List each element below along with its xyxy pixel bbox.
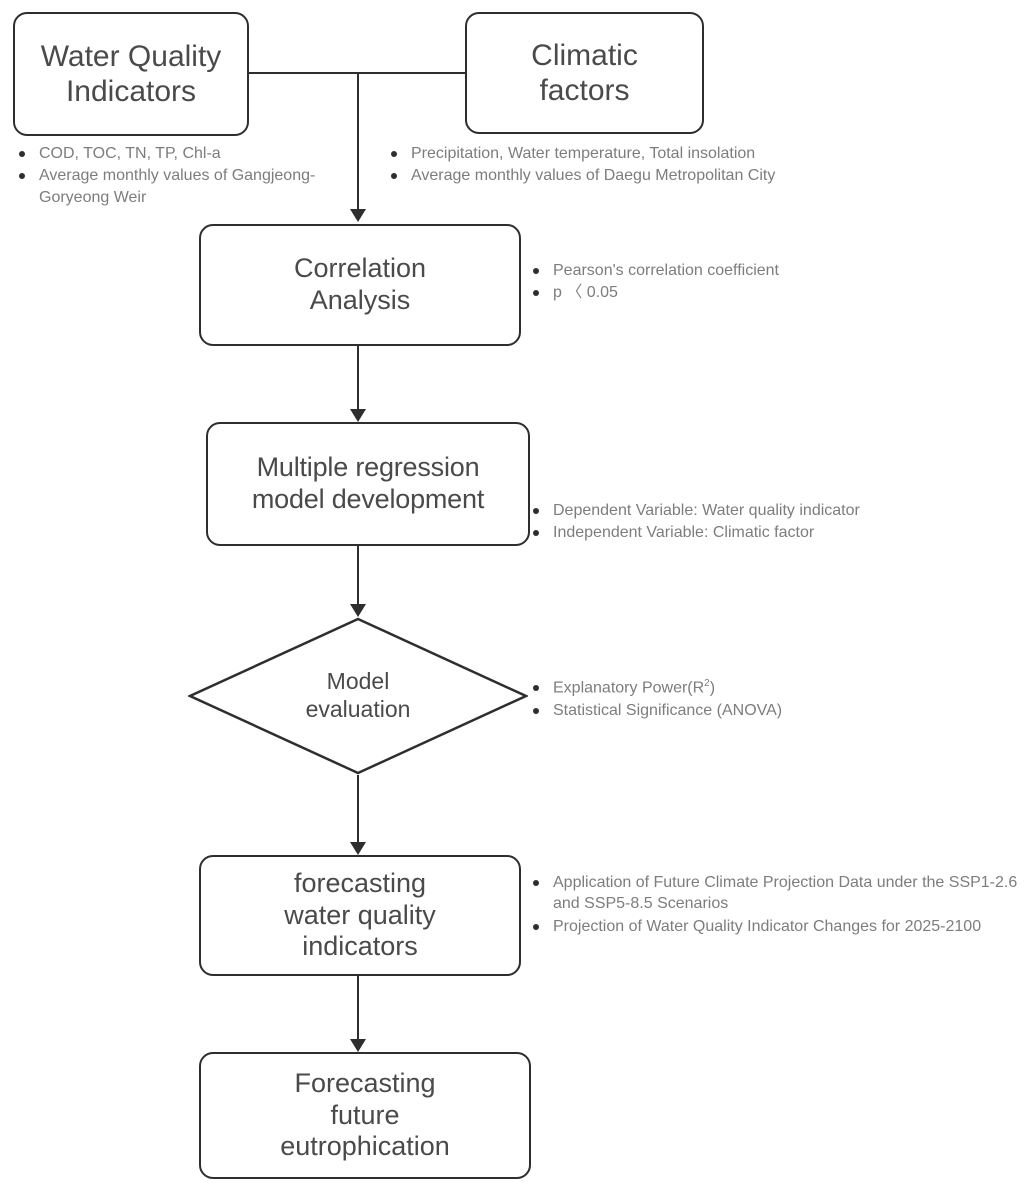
annotation-item: Pearson's correlation coefficient — [528, 260, 948, 281]
annotation-item: COD, TOC, TN, TP, Chl-a — [14, 143, 344, 164]
annotation-item: Average monthly values of Daegu Metropol… — [386, 165, 946, 186]
annotation-item: Dependent Variable: Water quality indica… — [528, 500, 998, 521]
arrowhead-to-evaluation — [350, 604, 366, 617]
annotations-multiple-regression: Dependent Variable: Water quality indica… — [528, 500, 998, 545]
arrowhead-to-forecasting — [350, 842, 366, 855]
diamond-shape — [188, 617, 528, 775]
connector-forecasting-to-eutrophication — [357, 976, 359, 1039]
annotations-model-evaluation: Explanatory Power(R2)Statistical Signifi… — [528, 677, 948, 722]
connector-evaluation-to-forecasting — [357, 775, 359, 842]
annotations-climatic-factors: Precipitation, Water temperature, Total … — [386, 143, 946, 188]
annotation-item: Independent Variable: Climatic factor — [528, 522, 998, 543]
arrowhead-to-correlation — [350, 209, 366, 222]
arrowhead-to-eutrophication — [350, 1039, 366, 1052]
annotation-item: Projection of Water Quality Indicator Ch… — [528, 916, 1024, 937]
annotation-item: Application of Future Climate Projection… — [528, 872, 1024, 915]
annotation-item: Average monthly values of Gangjeong-Gory… — [14, 165, 344, 208]
annotations-forecasting-water-quality: Application of Future Climate Projection… — [528, 872, 1024, 938]
annotation-item: Statistical Significance (ANOVA) — [528, 700, 948, 721]
annotation-item: Precipitation, Water temperature, Total … — [386, 143, 946, 164]
arrowhead-to-regression — [350, 409, 366, 422]
connector-correlation-to-regression — [357, 346, 359, 409]
annotation-item: p 〈 0.05 — [528, 282, 948, 303]
connector-top-to-correlation — [357, 72, 359, 209]
annotation-item: Explanatory Power(R2) — [528, 677, 948, 699]
connector-regression-to-evaluation — [357, 546, 359, 604]
